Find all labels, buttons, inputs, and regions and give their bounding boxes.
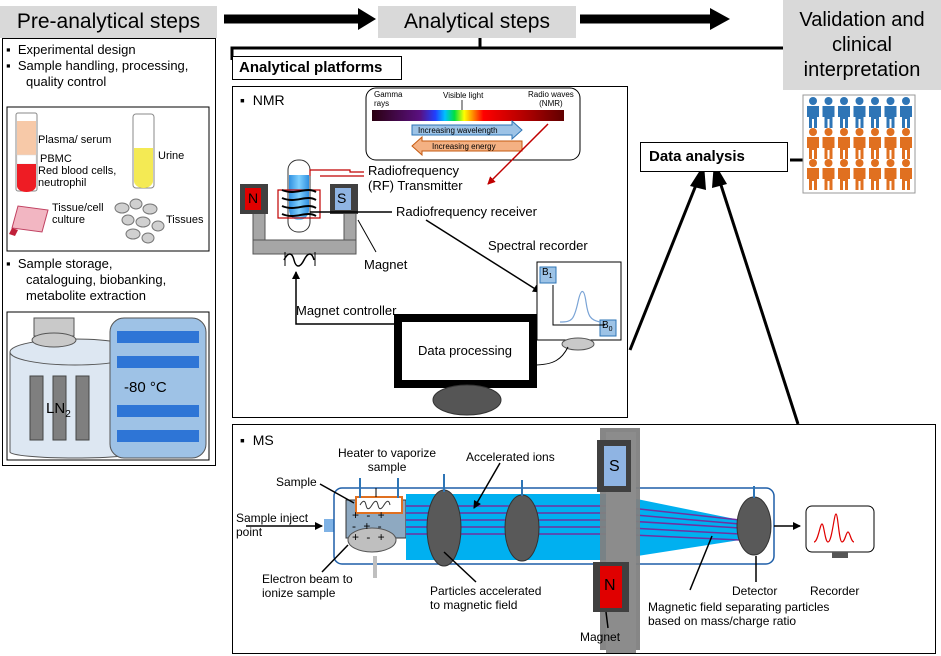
- ms-magnet-label: Magnet: [580, 630, 621, 644]
- nmr-pole-n: N: [248, 190, 259, 206]
- ms-instrument: [246, 428, 875, 654]
- tissue-culture-flask-icon: [9, 205, 49, 236]
- ln2-label: LN2: [46, 400, 71, 420]
- rf-receiver-label: Radiofrequency receiver: [396, 204, 537, 219]
- rf-transmitter-label: Radiofrequency(RF) Transmitter: [368, 163, 463, 193]
- nmr-magnet-label: Magnet: [364, 257, 408, 272]
- list-item: quality control: [26, 74, 107, 89]
- detector-label: Detector: [732, 584, 778, 598]
- spectral-recorder-display: [536, 261, 622, 351]
- nmr-panel: [232, 86, 628, 418]
- data-analysis-box: Data analysis: [640, 142, 788, 172]
- ms-pole-s: S: [609, 458, 620, 475]
- nmr-to-analysis-arrow: [628, 179, 700, 351]
- electron-beam-pointer: [321, 544, 349, 573]
- visible-light-label: Visible light: [443, 91, 484, 100]
- tissues-label: Tissues: [166, 214, 204, 226]
- validation-header: Validation and clinical interpretation: [783, 0, 941, 90]
- freezer-temp-label: -80 °C: [124, 379, 167, 396]
- b1-label: B1: [542, 267, 553, 280]
- list-item: metabolite extraction: [26, 288, 146, 303]
- sample-pointer: [319, 483, 355, 504]
- particles-pointer: [443, 551, 477, 583]
- minus80-freezer: [109, 317, 207, 459]
- pbmc-label: PBMC: [40, 153, 72, 165]
- list-item: ▪ Experimental design: [6, 42, 136, 57]
- magnet-controller-line: [292, 271, 398, 325]
- pre-analytical-panel: [2, 38, 216, 466]
- increasing-wavelength-label: Increasing wavelength: [418, 126, 498, 135]
- ln2-dewar: [9, 317, 141, 459]
- ms-to-analysis-arrow: [718, 181, 800, 425]
- increasing-energy-label: Increasing energy: [432, 142, 496, 151]
- nmr-label: ▪ NMR: [240, 92, 285, 108]
- pre-analytical-list-bottom: ▪ Sample storage, cataloguing, biobankin…: [6, 256, 216, 304]
- radio-waves-label: Radio waves(NMR): [528, 90, 574, 108]
- population-icon-grid: [802, 94, 916, 194]
- data-processing-label: Data processing: [418, 343, 512, 358]
- nmr-magnet-assembly: [240, 159, 358, 267]
- plasma-label: Plasma/ serum: [38, 134, 112, 146]
- ion-charges: + - +- + -+ - +: [352, 508, 387, 544]
- analytical-header: Analytical steps: [378, 6, 576, 38]
- b0-label: B0: [602, 320, 613, 333]
- em-spectrum-panel: [365, 87, 581, 161]
- ms-label: ▪ MS: [240, 432, 274, 448]
- tissues-icon: [114, 198, 165, 244]
- recorder-label: Recorder: [810, 584, 860, 598]
- magnet-ms-pointer: [605, 611, 609, 629]
- nmr-pole-s: S: [337, 190, 347, 206]
- pre-analytical-list-top: ▪ Experimental design ▪ Sample handling,…: [6, 42, 216, 90]
- rbc-label: Red blood cells,neutrophil: [38, 165, 117, 189]
- blood-sample-tube: [15, 112, 38, 192]
- ms-sample-label: Sample: [276, 475, 317, 489]
- validation-line-3: interpretation: [803, 59, 921, 81]
- spectral-recorder-label: Spectral recorder: [488, 238, 588, 253]
- magnetic-field-pointer: [689, 535, 713, 591]
- receiver-to-recorder-arrow: [425, 219, 541, 293]
- validation-line-2: clinical: [831, 34, 893, 56]
- list-item: ▪ Sample storage,: [6, 256, 113, 271]
- magnet-pointer: [357, 219, 377, 253]
- urine-label: Urine: [158, 150, 185, 162]
- list-item: ▪ Sample handling, processing,: [6, 58, 189, 73]
- list-item: cataloguing, biobanking,: [26, 272, 167, 287]
- rf-transmitter-wire: [309, 169, 364, 176]
- ms-pole-n: N: [604, 577, 616, 594]
- accelerated-ions-pointer: [473, 462, 501, 509]
- pre-analytical-header: Pre-analytical steps: [0, 6, 217, 38]
- flow-arrow-pre-to-analytical: [224, 8, 376, 30]
- validation-line-1: Validation and: [799, 9, 925, 31]
- monitor-to-recorder-cable: [533, 346, 569, 366]
- ms-panel: [232, 424, 936, 654]
- accelerated-ions-label: Accelerated ions: [466, 450, 555, 464]
- radio-wave-pointer: [487, 123, 549, 185]
- urine-sample-tube: [132, 113, 155, 189]
- analytical-platforms-title: Analytical platforms: [232, 56, 402, 80]
- flow-arrow-analytical-to-validation: [580, 8, 730, 30]
- magnet-controller-label: Magnet controller: [296, 303, 397, 318]
- data-processing-monitor: [394, 314, 537, 416]
